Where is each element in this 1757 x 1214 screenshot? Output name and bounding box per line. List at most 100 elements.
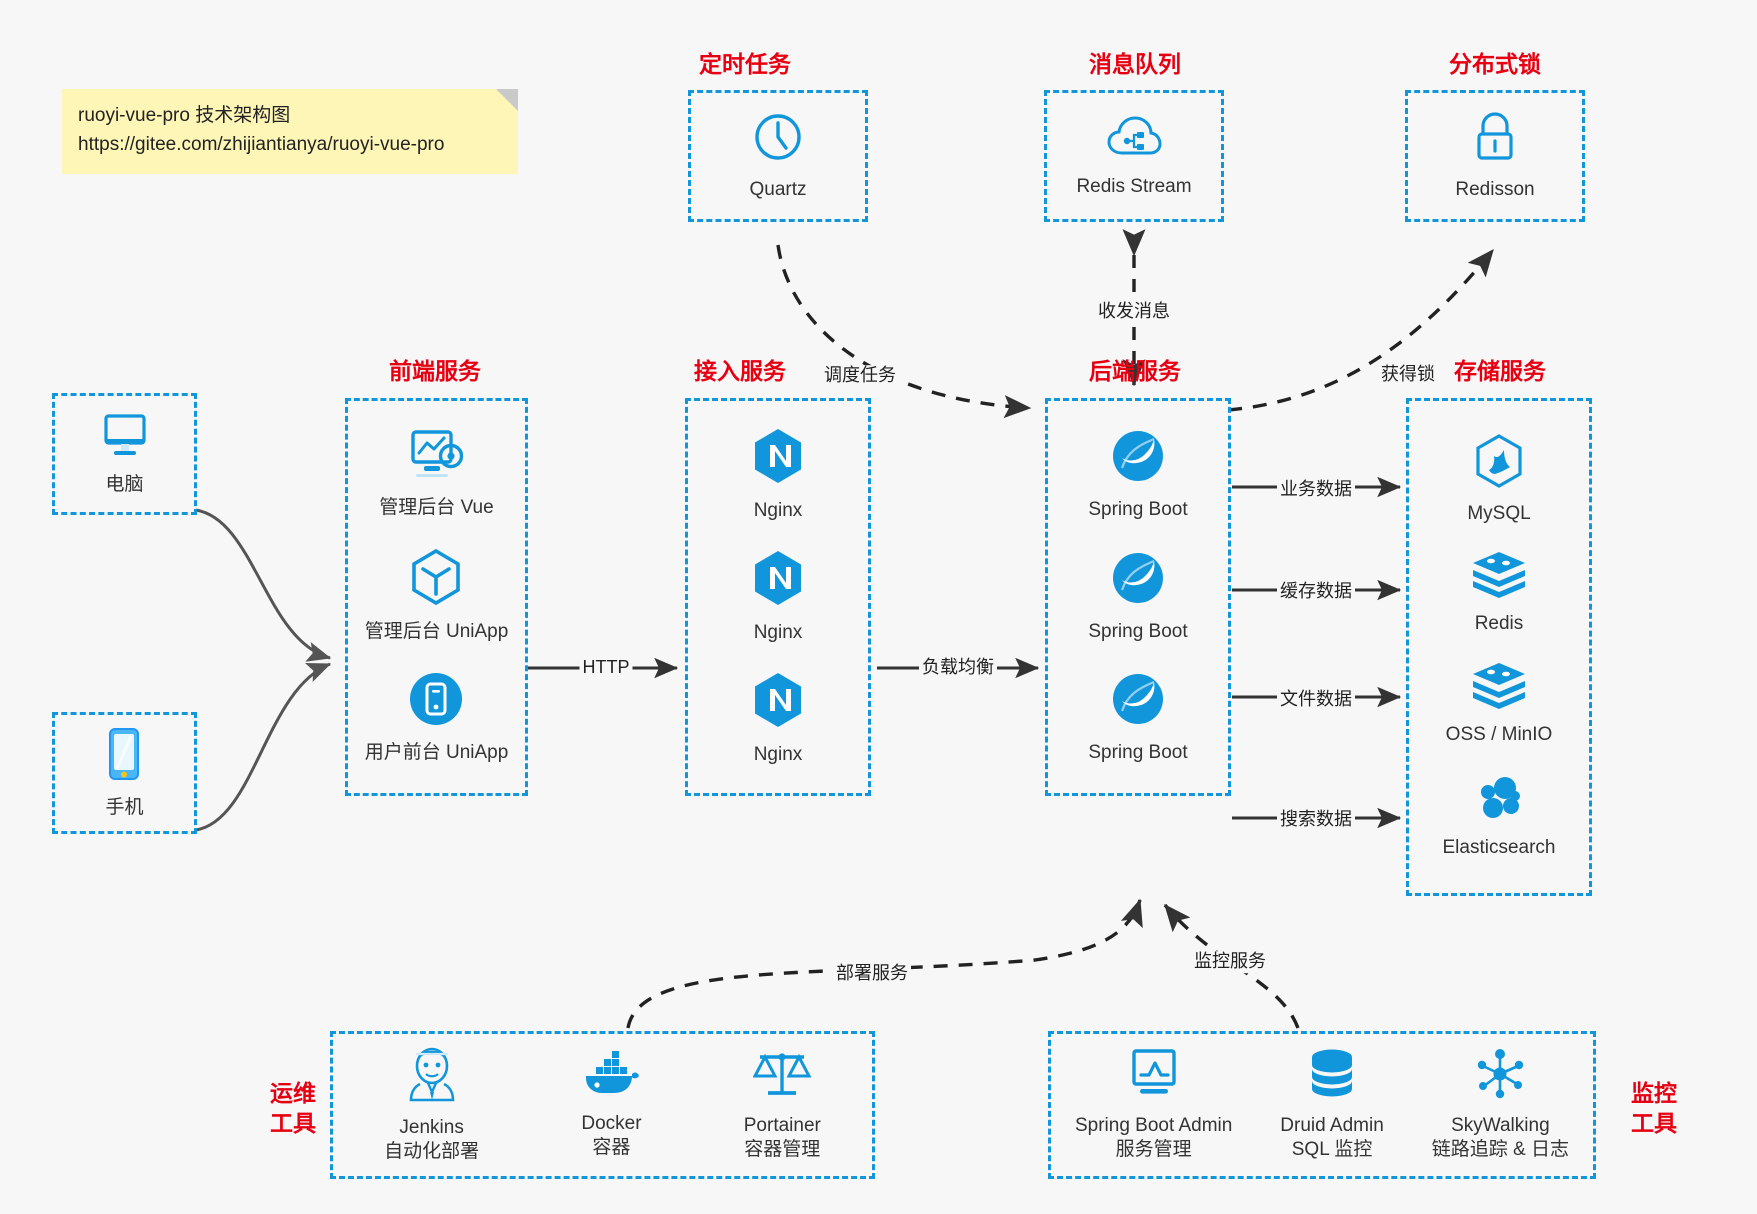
node-redis-stream[interactable]: Redis Stream (1076, 113, 1192, 199)
group-box-storage-service: MySQL Redis (1406, 398, 1592, 896)
group-box-scheduled-task: Quartz (688, 90, 868, 222)
spring-boot-icon (1110, 671, 1166, 732)
clock-icon (751, 110, 805, 169)
node-user-uniapp[interactable]: 用户前台 UniApp (364, 671, 509, 765)
node-label-nginx-1: Nginx (753, 499, 803, 521)
node-redis[interactable]: Redis (1471, 550, 1527, 636)
node-label-spring-boot-1: Spring Boot (1088, 499, 1188, 521)
cloud-network-icon (1106, 113, 1162, 166)
node-nginx-3[interactable]: Nginx (751, 671, 805, 767)
node-label-jenkins: Jenkins (399, 1116, 464, 1138)
node-sublabel-portainer: 容器管理 (744, 1139, 821, 1160)
nginx-icon (751, 549, 805, 612)
edge-label-cache-data: 缓存数据 (1277, 581, 1355, 603)
note-line-title: ruoyi-vue-pro 技术架构图 (78, 105, 291, 126)
edge-label-file-data: 文件数据 (1277, 689, 1355, 711)
edge-label-schedule-task: 调度任务 (821, 365, 899, 387)
group-box-backend-service: Spring Boot Spring Boot Spring Boot (1045, 398, 1231, 796)
monitor-chart-icon (1126, 1048, 1182, 1105)
node-label-docker: Docker (581, 1112, 642, 1134)
node-label-spring-boot-2: Spring Boot (1088, 620, 1188, 642)
node-oss-minio[interactable]: OSS / MinIO (1445, 661, 1553, 747)
smartphone-icon (105, 726, 143, 787)
node-label-nginx-2: Nginx (753, 621, 803, 643)
node-label-quartz: Quartz (749, 178, 807, 200)
node-label-mobile: 手机 (105, 796, 144, 818)
node-nginx-2[interactable]: Nginx (751, 549, 805, 645)
group-title-devops-line1: 运维 (270, 1080, 316, 1106)
group-title-devops-line2: 工具 (270, 1109, 316, 1136)
node-spring-boot-2[interactable]: Spring Boot (1088, 550, 1188, 644)
edge-label-acquire-lock: 获得锁 (1378, 364, 1438, 386)
group-box-monitoring-tools: Spring Boot Admin 服务管理 Druid Admin SQL 监… (1048, 1031, 1596, 1179)
node-jenkins[interactable]: Jenkins 自动化部署 (384, 1046, 479, 1165)
node-label-nginx-3: Nginx (753, 743, 803, 765)
note-fold-icon (496, 89, 518, 111)
object-storage-icon (1471, 661, 1527, 714)
node-label-druid-admin: Druid Admin (1280, 1114, 1384, 1136)
node-label-portainer: Portainer (743, 1114, 821, 1136)
node-label-oss-minio: OSS / MinIO (1445, 724, 1553, 746)
node-label-redis: Redis (1474, 613, 1524, 635)
group-title-scheduled: 定时任务 (699, 51, 791, 77)
node-redisson[interactable]: Redisson (1455, 110, 1535, 202)
diagram-note: ruoyi-vue-pro 技术架构图 https://gitee.com/zh… (62, 89, 518, 174)
elasticsearch-icon (1473, 772, 1525, 827)
group-title-backend: 后端服务 (1089, 358, 1181, 384)
group-box-devops-tools: Jenkins 自动化部署 (330, 1031, 875, 1179)
node-sublabel-spring-boot-admin: 服务管理 (1115, 1139, 1192, 1160)
node-mobile[interactable]: 手机 (105, 726, 144, 820)
node-admin-vue[interactable]: 管理后台 Vue (379, 428, 494, 520)
desktop-computer-icon (99, 411, 151, 464)
node-portainer[interactable]: Portainer 容器管理 (744, 1048, 821, 1163)
node-label-admin-vue: 管理后台 Vue (379, 497, 494, 519)
group-title-monitoring-line2: 工具 (1631, 1109, 1677, 1136)
group-box-message-queue: Redis Stream (1044, 90, 1224, 222)
spring-boot-icon (1110, 428, 1166, 489)
redis-icon (1471, 550, 1527, 603)
edge-label-search-data: 搜索数据 (1277, 809, 1355, 831)
edge-label-deploy-service: 部署服务 (833, 963, 911, 985)
note-line-url: https://gitee.com/zhijiantianya/ruoyi-vu… (78, 133, 445, 155)
edge-label-http: HTTP (579, 657, 633, 679)
node-sublabel-druid-admin: SQL 监控 (1291, 1139, 1373, 1160)
edge-label-send-recv-msg: 收发消息 (1095, 301, 1173, 323)
group-title-devops: 运维 工具 (258, 1079, 328, 1139)
node-sublabel-jenkins: 自动化部署 (384, 1141, 480, 1162)
group-title-storage: 存储服务 (1454, 358, 1546, 384)
node-label-spring-boot-admin: Spring Boot Admin (1074, 1114, 1233, 1136)
node-label-skywalking: SkyWalking (1451, 1114, 1550, 1136)
skywalking-node-graph-icon (1473, 1048, 1527, 1105)
group-box-pc: 电脑 (52, 393, 197, 515)
node-sublabel-skywalking: 链路追踪 & 日志 (1431, 1139, 1569, 1160)
node-label-spring-boot-3: Spring Boot (1088, 742, 1188, 764)
node-elasticsearch[interactable]: Elasticsearch (1443, 772, 1556, 860)
edge-label-biz-data: 业务数据 (1277, 479, 1355, 501)
node-mysql[interactable]: MySQL (1467, 433, 1531, 526)
node-druid-admin[interactable]: Druid Admin SQL 监控 (1280, 1048, 1384, 1163)
node-sublabel-docker: 容器 (592, 1137, 631, 1158)
group-box-gateway-service: Nginx Nginx Nginx (685, 398, 871, 796)
node-label-redis-stream: Redis Stream (1076, 175, 1192, 197)
node-spring-boot-1[interactable]: Spring Boot (1088, 428, 1188, 522)
node-docker[interactable]: Docker 容器 (581, 1050, 642, 1161)
node-quartz[interactable]: Quartz (749, 110, 807, 202)
spring-boot-icon (1110, 550, 1166, 611)
node-spring-boot-admin[interactable]: Spring Boot Admin 服务管理 (1075, 1048, 1232, 1163)
node-admin-uniapp[interactable]: 管理后台 UniApp (365, 548, 508, 644)
node-pc[interactable]: 电脑 (99, 411, 151, 497)
edge-label-monitor-service: 监控服务 (1191, 951, 1269, 973)
jenkins-butler-icon (406, 1046, 458, 1107)
docker-whale-icon (582, 1050, 640, 1103)
mobile-app-circle-icon (408, 671, 464, 732)
uniapp-hexagon-icon (409, 548, 463, 611)
node-skywalking[interactable]: SkyWalking 链路追踪 & 日志 (1432, 1048, 1569, 1163)
node-label-elasticsearch: Elasticsearch (1442, 837, 1556, 859)
node-spring-boot-3[interactable]: Spring Boot (1088, 671, 1188, 765)
group-title-frontend: 前端服务 (389, 358, 481, 384)
node-label-user-uniapp: 用户前台 UniApp (364, 742, 509, 764)
group-box-frontend-service: 管理后台 Vue 管理后台 UniApp 用户前台 UniApp (345, 398, 528, 796)
node-nginx-1[interactable]: Nginx (751, 427, 805, 523)
group-title-lock: 分布式锁 (1449, 51, 1541, 77)
